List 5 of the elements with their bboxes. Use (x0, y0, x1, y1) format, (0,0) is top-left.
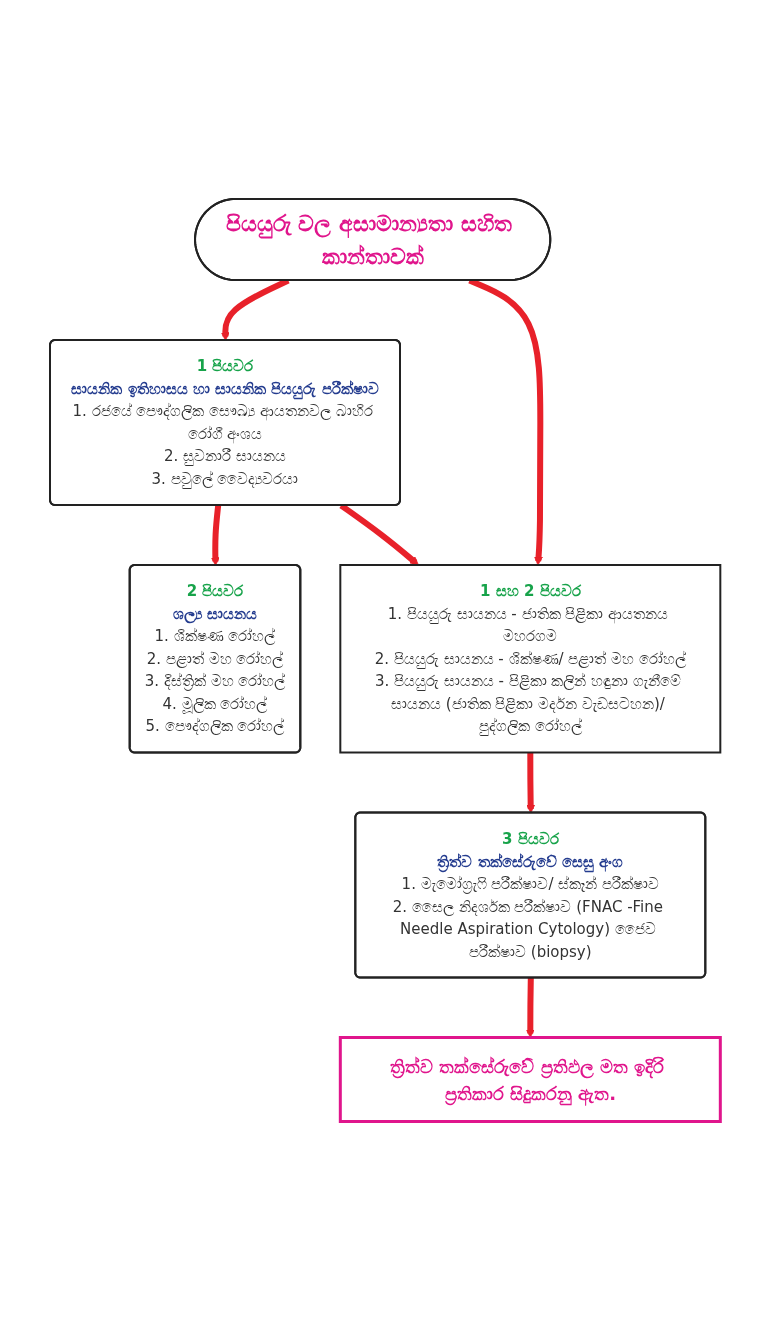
node-text: 1 පියවර සායනික ඉතිහාසය හා සායනික පියයුරු පරීක්ෂාව 1. රජයේ පෞද්ගලික සෞඛ්‍ය ආයතනවල බාහිර රෝගී අංශය 2. සුවනාරී සායනය 3. පවුලේ වෛද්‍යවරයා (71, 357, 379, 488)
node-box: ත්‍රිත්ව තක්සේරුවේ ප්‍රතිඵල මත ඉදිරි ප්‍රතිකාර සිදුකරනු ඇත. (339, 1036, 723, 1124)
arrow (526, 752, 536, 814)
arrow (211, 505, 222, 567)
node-box: 1 සහ 2 පියවර 1. පියයුරු සායනය - ජාතික පිළිකා ආයතනය මහරගම 2. පියයුරු සායනය - ශික්ෂණ/ පළාත් මහ රෝහල් 3. පියයුරු සායනය - පිළිකා කලින් හඳුනා ගැනීමේ සායනය (ජාතික පිළිකා මර්දන වැඩසටහන)/ පුද්ගලික රෝහල් (339, 564, 722, 754)
